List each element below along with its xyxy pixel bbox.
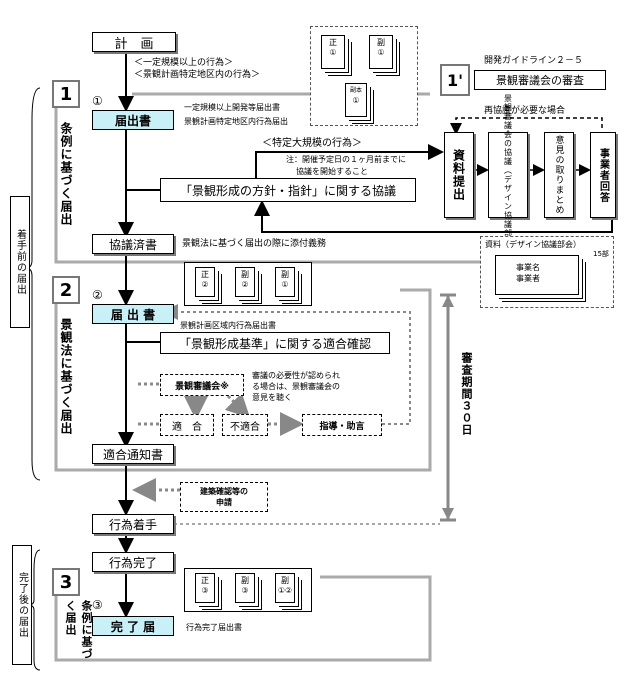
section1-circle-number: ① xyxy=(92,94,103,108)
guidance-box: 指導・助言 xyxy=(302,414,382,436)
materials-stack: 事業名 事業者 xyxy=(495,255,579,295)
large-scale-label: ＜特定大規模の行為＞ xyxy=(262,138,362,149)
materials-line-1: 事業名 xyxy=(516,263,540,272)
compliance-notice-box: 適合通知書 xyxy=(92,444,174,464)
action-start-box: 行為着手 xyxy=(92,514,174,534)
materials-line-2: 事業者 xyxy=(516,274,540,283)
section3-notify-box: 完 了 届 xyxy=(92,616,174,636)
section3-circle-number: ③ xyxy=(92,598,103,612)
threshold-note-1: ＜一定規模以上の行為＞ xyxy=(134,55,262,68)
council-note-2: る場合は、景観審議会の xyxy=(252,382,340,391)
council-review-title: 景観審議会の審査 xyxy=(474,70,606,90)
section-number-1prime: 1' xyxy=(440,64,470,96)
compliance-check-box: 「景観形成基準」に関する適合確認 xyxy=(160,332,390,354)
section1-notify-note-2: 景観計画特定地区内行為届出 xyxy=(184,117,288,126)
review-period-label: 審査期間３０日 xyxy=(460,352,473,436)
building-permit-box: 建築確認等の 申請 xyxy=(180,482,268,512)
materials-group: 資料（デザイン協議部会） 15部 事業名 事業者 xyxy=(480,236,614,308)
council-consultation-box: 景観審議会の協議（デザイン協議部会） xyxy=(488,94,528,256)
section-number-3: 3 xyxy=(52,568,80,596)
materials-count: 15部 xyxy=(593,250,609,258)
compliant-box: 適 合 xyxy=(160,414,214,436)
redeliberation-label: 再協議が必要な場合 xyxy=(484,106,566,116)
action-complete-box: 行為完了 xyxy=(92,552,174,572)
after-completion-label: 完了後の届出 xyxy=(12,545,32,665)
section2-circle-number: ② xyxy=(92,288,103,302)
council-box: 景観審議会※ xyxy=(160,374,244,396)
section1-side-label: 条例に基づく届出 xyxy=(59,122,73,226)
section1-notify-box: 届出書 xyxy=(92,110,174,130)
prior-note-2: 協議を開始すること xyxy=(296,167,368,176)
building-permit-line-1: 建築確認等の xyxy=(200,487,248,496)
section3-notify-note: 行為完了届出書 xyxy=(186,623,242,632)
before-start-label: 着手前の届出 xyxy=(10,196,30,328)
consultation-box: 「景観形成の方針・指針」に関する協議 xyxy=(160,178,416,202)
noncompliant-box: 不適合 xyxy=(222,414,268,436)
summarize-opinions-box: 意見の取りまとめ xyxy=(544,132,574,218)
consultation-completed-box: 協議済書 xyxy=(92,234,174,254)
council-note-3: 意見を聴く xyxy=(252,393,292,402)
guideline-caption: 開発ガイドライン２－５ xyxy=(484,56,584,66)
operator-response-box: 事業者回答 xyxy=(590,132,616,218)
section3-side-label: 条例に基づく届出 xyxy=(64,600,93,660)
completed-note: 景観法に基づく届出の際に添付義務 xyxy=(182,239,327,249)
section-number-2: 2 xyxy=(52,276,80,304)
submit-materials-box: 資料提出 xyxy=(444,132,474,218)
building-permit-line-2: 申請 xyxy=(216,498,232,507)
section-number-1: 1 xyxy=(52,80,80,108)
section2-notify-note: 景観計画区域内行為届出書 xyxy=(180,321,276,330)
section1-notify-note-1: 一定規模以上開発等届出書 xyxy=(184,103,280,112)
threshold-note-2: ＜景観計画特定地区内の行為＞ xyxy=(134,67,304,80)
council-note-1: 審議の必要性が認められ xyxy=(252,371,340,380)
section2-notify-box: 届 出 書 xyxy=(92,304,174,324)
plan-box: 計 画 xyxy=(92,32,176,52)
section2-side-label: 景観法に基づく届出 xyxy=(59,318,73,435)
prior-note-1: 注：開催予定日の１ヶ月前までに xyxy=(286,155,406,164)
materials-title: 資料（デザイン協議部会） xyxy=(485,240,581,249)
